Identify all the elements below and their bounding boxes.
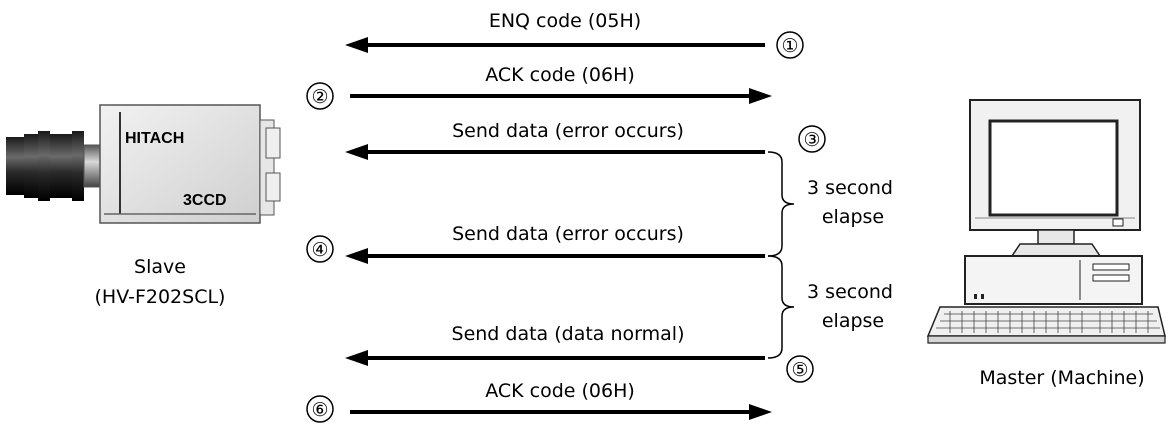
- camera-brand-label: HITACH: [125, 130, 184, 147]
- message-label: ENQ code (05H): [489, 10, 641, 32]
- message-send-error-1: Send data (error occurs): [345, 120, 826, 160]
- step-number: ④: [311, 239, 328, 261]
- master-computer-image: [926, 99, 1166, 344]
- slave-model-label: (HV-F202SCL): [95, 286, 226, 308]
- step-number: ②: [311, 86, 328, 108]
- step-number: ⑥: [311, 399, 328, 421]
- message-send-error-2: Send data (error occurs): [306, 223, 765, 264]
- step-number: ⑤: [791, 359, 808, 381]
- interval-brace-1: [767, 151, 795, 257]
- message-label: Send data (error occurs): [452, 223, 684, 245]
- message-label: Send data (data normal): [452, 323, 685, 345]
- master-label: Master (Machine): [979, 367, 1144, 389]
- message-label: ACK code (06H): [485, 64, 635, 86]
- step-number: ①: [781, 35, 798, 57]
- slave-label: Slave: [134, 256, 186, 278]
- interval-label: elapse: [822, 206, 884, 228]
- interval-brace-2: [767, 255, 795, 359]
- message-ack-2: ACK code (06H): [306, 380, 772, 423]
- step-number: ③: [803, 129, 820, 151]
- message-send-normal: Send data (data normal): [345, 323, 814, 383]
- message-label: Send data (error occurs): [452, 120, 684, 142]
- interval-label: elapse: [822, 310, 884, 332]
- slave-camera-image: HITACH 3CCD: [6, 104, 281, 224]
- interval-label: 3 second: [807, 281, 893, 303]
- message-label: ACK code (06H): [485, 380, 635, 402]
- interval-label: 3 second: [807, 177, 893, 199]
- message-ack-1: ACK code (06H): [306, 64, 772, 110]
- camera-badge-label: 3CCD: [183, 192, 227, 209]
- message-enq: ENQ code (05H): [345, 10, 804, 59]
